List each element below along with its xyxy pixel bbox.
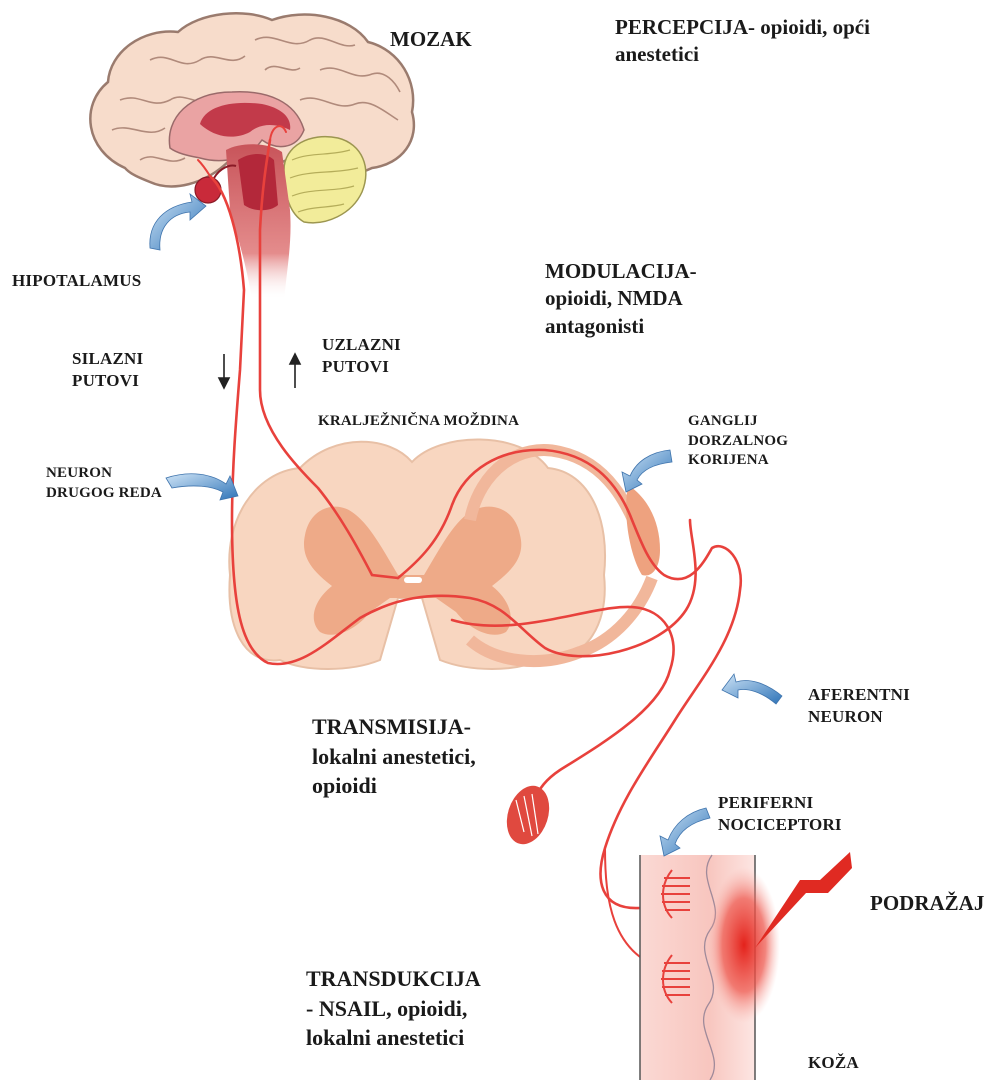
label-percepcija: PERCEPCIJA- opioidi, opći anestetici [615,14,870,69]
dorsal-root-ganglion [626,485,660,576]
label-koza: KOŽA [808,1052,859,1074]
curved-arrow-icon [722,674,782,704]
label-hipotalamus: HIPOTALAMUS [12,270,141,292]
spinal-cord-section [229,439,660,669]
vertical-arrow-icon [219,354,229,388]
label-transmisija: TRANSMISIJA- lokalni anestetici, opioidi [312,712,476,801]
curved-arrow-icon [660,808,710,856]
label-transdukcija: TRANSDUKCIJA - NSAIL, opioidi, lokalni a… [306,964,481,1053]
label-uzlazni-putovi: UZLAZNI PUTOVI [322,334,401,378]
skin-section [640,852,852,1080]
curved-arrow-icon [166,474,238,500]
label-podrazaj: PODRAŽAJ [870,890,984,917]
muscle-ending [500,780,557,849]
brain [90,13,414,300]
vertical-arrow-icon [290,354,300,388]
label-mozak: MOZAK [390,26,472,53]
hypothalamus-region [195,177,221,203]
label-kraljeznicna-mozdina: KRALJEŽNIČNA MOŽDINA [318,412,519,432]
curved-arrow-icon [150,194,206,250]
midbrain [238,154,278,210]
spinal-cord-outline [229,439,605,669]
cerebellum [284,137,366,223]
label-silazni-putovi: SILAZNI PUTOVI [72,348,143,392]
label-periferni-nociceptori: PERIFERNI NOCICEPTORI [718,792,842,836]
central-canal [404,577,422,583]
label-modulacija: MODULACIJA- opioidi, NMDA antagonisti [545,258,697,340]
curved-arrow-icon [622,450,672,492]
stimulus-spot [708,867,780,1023]
label-neuron-drugog-reda: NEURON DRUGOG REDA [46,464,162,503]
label-aferentni-neuron: AFERENTNI NEURON [808,684,910,728]
label-ganglij-dorzalnog-korijena: GANGLIJ DORZALNOG KORIJENA [688,412,788,471]
